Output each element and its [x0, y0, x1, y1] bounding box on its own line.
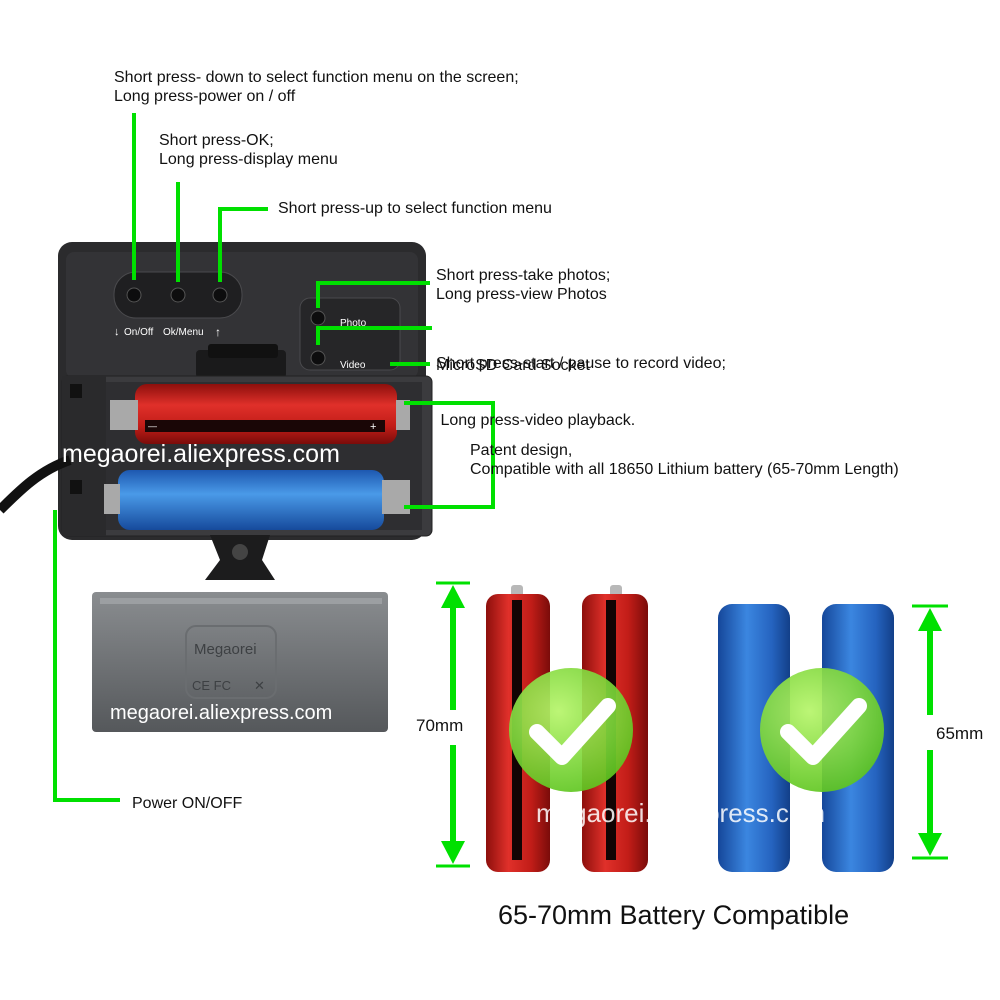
watermark-cover: megaorei.aliexpress.com [110, 702, 333, 724]
battery-cover [92, 592, 388, 732]
arrow-up-icon: ↑ [215, 325, 221, 339]
brand-emboss: Megaorei [194, 641, 257, 658]
photo-button-annotation: Short press-take photos; Long press-view… [436, 266, 610, 304]
certification-marks: CE FC [192, 678, 231, 693]
photo-label: Photo [340, 318, 367, 329]
ok-button-text-2: Long press-display menu [159, 151, 338, 168]
power-cable [0, 455, 72, 514]
sd-socket-annotation: MicroSD Card Socket [436, 357, 590, 374]
svg-text:+: + [370, 421, 376, 433]
photo-button [310, 310, 326, 326]
dimension-arrow-65mm [912, 604, 948, 860]
ok-button-annotation: Short press-OK; Long press-display menu [159, 131, 338, 169]
down-power-button [126, 287, 142, 303]
arrow-down-icon: ↓ [114, 326, 120, 338]
on-off-label: On/Off [124, 327, 153, 338]
compatibility-caption: 65-70mm Battery Compatible [498, 900, 850, 930]
blue-battery-in-bay [118, 470, 384, 530]
ok-menu-label: Ok/Menu [163, 327, 204, 338]
watermark-top: megaorei.aliexpress.com [62, 440, 340, 468]
down-button-text-1: Short press- down to select function men… [114, 69, 519, 86]
blue-length-label: 65mm [936, 724, 984, 743]
video-button-text-2: Long press-video playback. [436, 412, 636, 429]
cover-emboss [185, 625, 277, 699]
up-button [212, 287, 228, 303]
red-length-label: 70mm [416, 716, 464, 735]
weee-icon: ✕ [254, 678, 265, 693]
video-button-annotation: Short press-start / pause to record vide… [436, 316, 726, 449]
check-icon-blue [760, 668, 884, 792]
annotation-lines [53, 113, 495, 802]
check-icon-red [509, 668, 633, 792]
up-button-annotation: Short press-up to select function menu [278, 200, 552, 217]
battery-bay-text-1: Patent design, [470, 442, 573, 459]
battery-bay-annotation: Patent design, Compatible with all 18650… [470, 441, 899, 479]
video-button [310, 350, 326, 366]
down-button-annotation: Short press- down to select function men… [114, 68, 519, 106]
down-button-text-2: Long press-power on / off [114, 88, 296, 105]
photo-button-text-2: Long press-view Photos [436, 286, 607, 303]
svg-text:—: — [148, 421, 157, 431]
power-annotation: Power ON/OFF [132, 795, 243, 812]
watermark-batteries: megaorei.aliexpress.com [536, 798, 826, 828]
ok-menu-button [170, 287, 186, 303]
dimension-arrow-70mm [436, 581, 470, 868]
ok-button-text-1: Short press-OK; [159, 132, 274, 149]
red-battery-in-bay [135, 384, 397, 444]
video-button-text-1: Short press-start / pause to record vide… [436, 355, 726, 372]
battery-bay-text-2: Compatible with all 18650 Lithium batter… [470, 461, 899, 478]
video-label: Video [340, 360, 366, 371]
photo-button-text-1: Short press-take photos; [436, 267, 611, 284]
